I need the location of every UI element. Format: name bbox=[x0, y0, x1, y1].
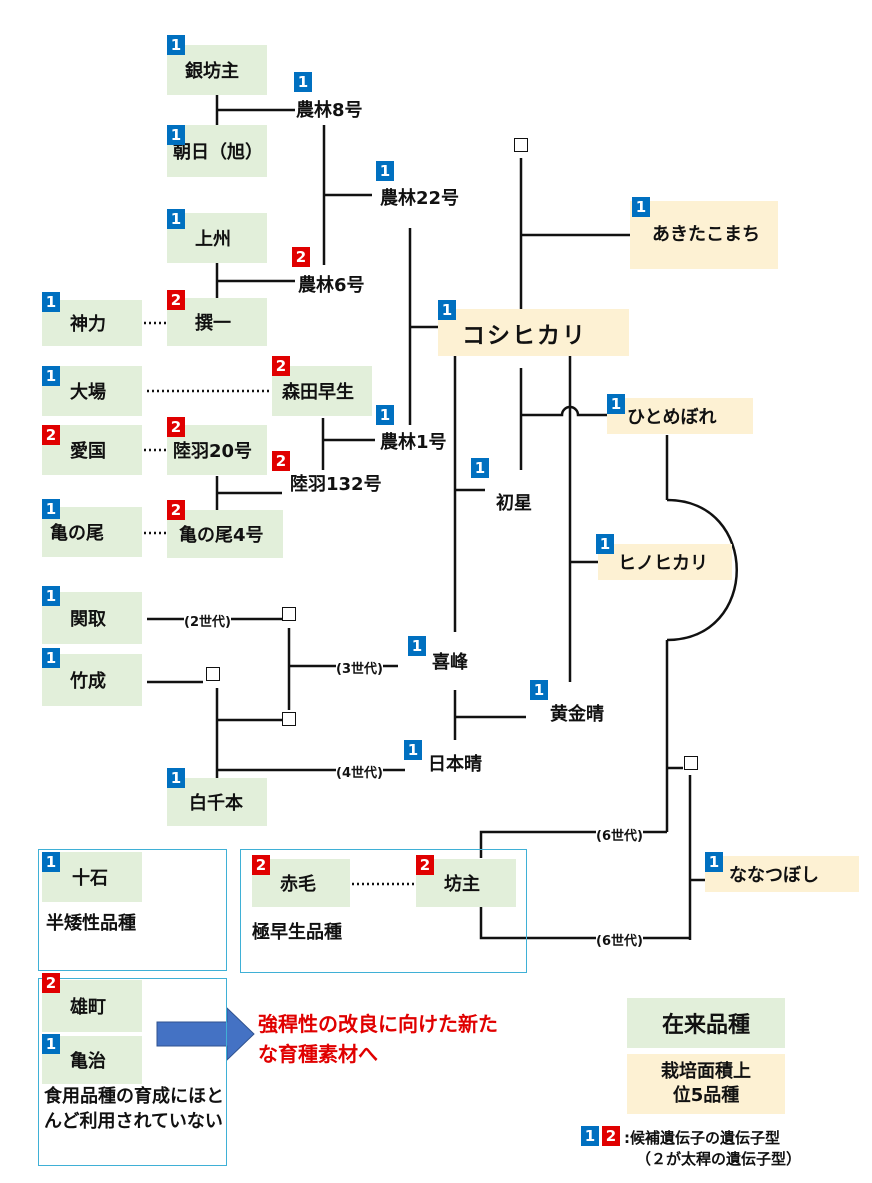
generation-label: (6世代) bbox=[596, 825, 643, 844]
legend-badge-1: 1 bbox=[581, 1126, 599, 1146]
variety-kiho: 喜峰 bbox=[432, 652, 468, 673]
genotype-badge: 1 bbox=[42, 366, 60, 386]
variety-norin6: 農林6号 bbox=[298, 275, 365, 296]
unknown-parent-square bbox=[684, 756, 698, 770]
variety-joshu: 上州 bbox=[167, 213, 267, 263]
genotype-badge: 1 bbox=[167, 768, 185, 788]
variety-akage: 赤毛 bbox=[252, 859, 350, 907]
variety-nihonbare: 日本晴 bbox=[428, 754, 482, 775]
genotype-badge: 1 bbox=[42, 586, 60, 606]
genotype-badge: 2 bbox=[42, 973, 60, 993]
variety-akitakomachi: あきたこまち bbox=[630, 201, 778, 269]
genotype-badge: 1 bbox=[167, 125, 185, 145]
genotype-badge: 1 bbox=[408, 636, 426, 656]
genotype-badge: 1 bbox=[42, 852, 60, 872]
genotype-badge: 2 bbox=[42, 425, 60, 445]
genotype-badge: 1 bbox=[376, 405, 394, 425]
genotype-badge: 1 bbox=[404, 740, 422, 760]
variety-kamenoo4: 亀の尾4号 bbox=[167, 510, 283, 558]
generation-label: (3世代) bbox=[336, 658, 383, 677]
genotype-badge: 2 bbox=[167, 500, 185, 520]
variety-koshihikari: コシヒカリ bbox=[438, 309, 629, 356]
genotype-badge: 1 bbox=[167, 209, 185, 229]
generation-label: (2世代) bbox=[184, 611, 231, 630]
variety-kamenoo: 亀の尾 bbox=[42, 507, 142, 557]
legend-badge-2: 2 bbox=[602, 1126, 620, 1146]
legend-top5: 栽培面積上位5品種 bbox=[627, 1054, 785, 1114]
variety-hinohikari: ヒノヒカリ bbox=[598, 544, 732, 580]
genotype-badge: 1 bbox=[530, 680, 548, 700]
genotype-badge: 2 bbox=[292, 247, 310, 267]
variety-hatsuboshi: 初星 bbox=[496, 493, 532, 514]
genotype-badge: 1 bbox=[42, 1034, 60, 1054]
new-material-note: 強稈性の改良に向けた新たな育種素材へ bbox=[258, 1012, 498, 1066]
genotype-badge: 1 bbox=[42, 292, 60, 312]
genotype-badge: 1 bbox=[42, 648, 60, 668]
genotype-badge: 2 bbox=[272, 356, 290, 376]
genotype-badge: 1 bbox=[438, 300, 456, 320]
extra-early-note: 極早生品種 bbox=[252, 922, 342, 943]
genotype-badge: 1 bbox=[596, 534, 614, 554]
unknown-parent-square bbox=[206, 667, 220, 681]
unused-varieties-frame bbox=[38, 978, 227, 1166]
semi-dwarf-frame bbox=[38, 849, 227, 971]
genotype-badge: 2 bbox=[167, 417, 185, 437]
legend-genotype-text: :候補遺伝子の遺伝子型 bbox=[624, 1129, 780, 1147]
generation-label: (4世代) bbox=[336, 762, 383, 781]
unknown-parent-square bbox=[282, 607, 296, 621]
genotype-badge: 2 bbox=[167, 290, 185, 310]
variety-norin8: 農林8号 bbox=[296, 100, 363, 121]
variety-nanatsuboshi: ななつぼし bbox=[705, 856, 859, 892]
genotype-badge: 2 bbox=[416, 855, 434, 875]
genotype-badge: 2 bbox=[252, 855, 270, 875]
genotype-badge: 1 bbox=[705, 852, 723, 872]
genotype-badge: 1 bbox=[294, 72, 312, 92]
legend-native: 在来品種 bbox=[627, 998, 785, 1048]
extra-early-frame bbox=[240, 849, 527, 973]
genotype-badge: 2 bbox=[272, 451, 290, 471]
genotype-badge: 1 bbox=[471, 458, 489, 478]
semi-dwarf-note: 半矮性品種 bbox=[46, 913, 136, 934]
variety-norin1: 農林1号 bbox=[380, 432, 447, 453]
variety-koganebare: 黄金晴 bbox=[550, 704, 604, 725]
genotype-badge: 1 bbox=[167, 35, 185, 55]
genotype-badge: 1 bbox=[607, 394, 625, 414]
genotype-badge: 1 bbox=[632, 197, 650, 217]
legend-genotype-subtext: （２が太稈の遺伝子型） bbox=[636, 1150, 802, 1168]
variety-rikuu132: 陸羽132号 bbox=[290, 474, 382, 495]
variety-norin22: 農林22号 bbox=[380, 188, 460, 209]
generation-label: (6世代) bbox=[596, 930, 643, 949]
unknown-parent-square bbox=[282, 712, 296, 726]
genotype-badge: 1 bbox=[376, 161, 394, 181]
unknown-parent-square bbox=[514, 138, 528, 152]
unused-note: 食用品種の育成にほとんど利用されていない bbox=[44, 1086, 224, 1132]
genotype-badge: 1 bbox=[42, 499, 60, 519]
variety-hitomebore: ひとめぼれ bbox=[607, 398, 753, 434]
